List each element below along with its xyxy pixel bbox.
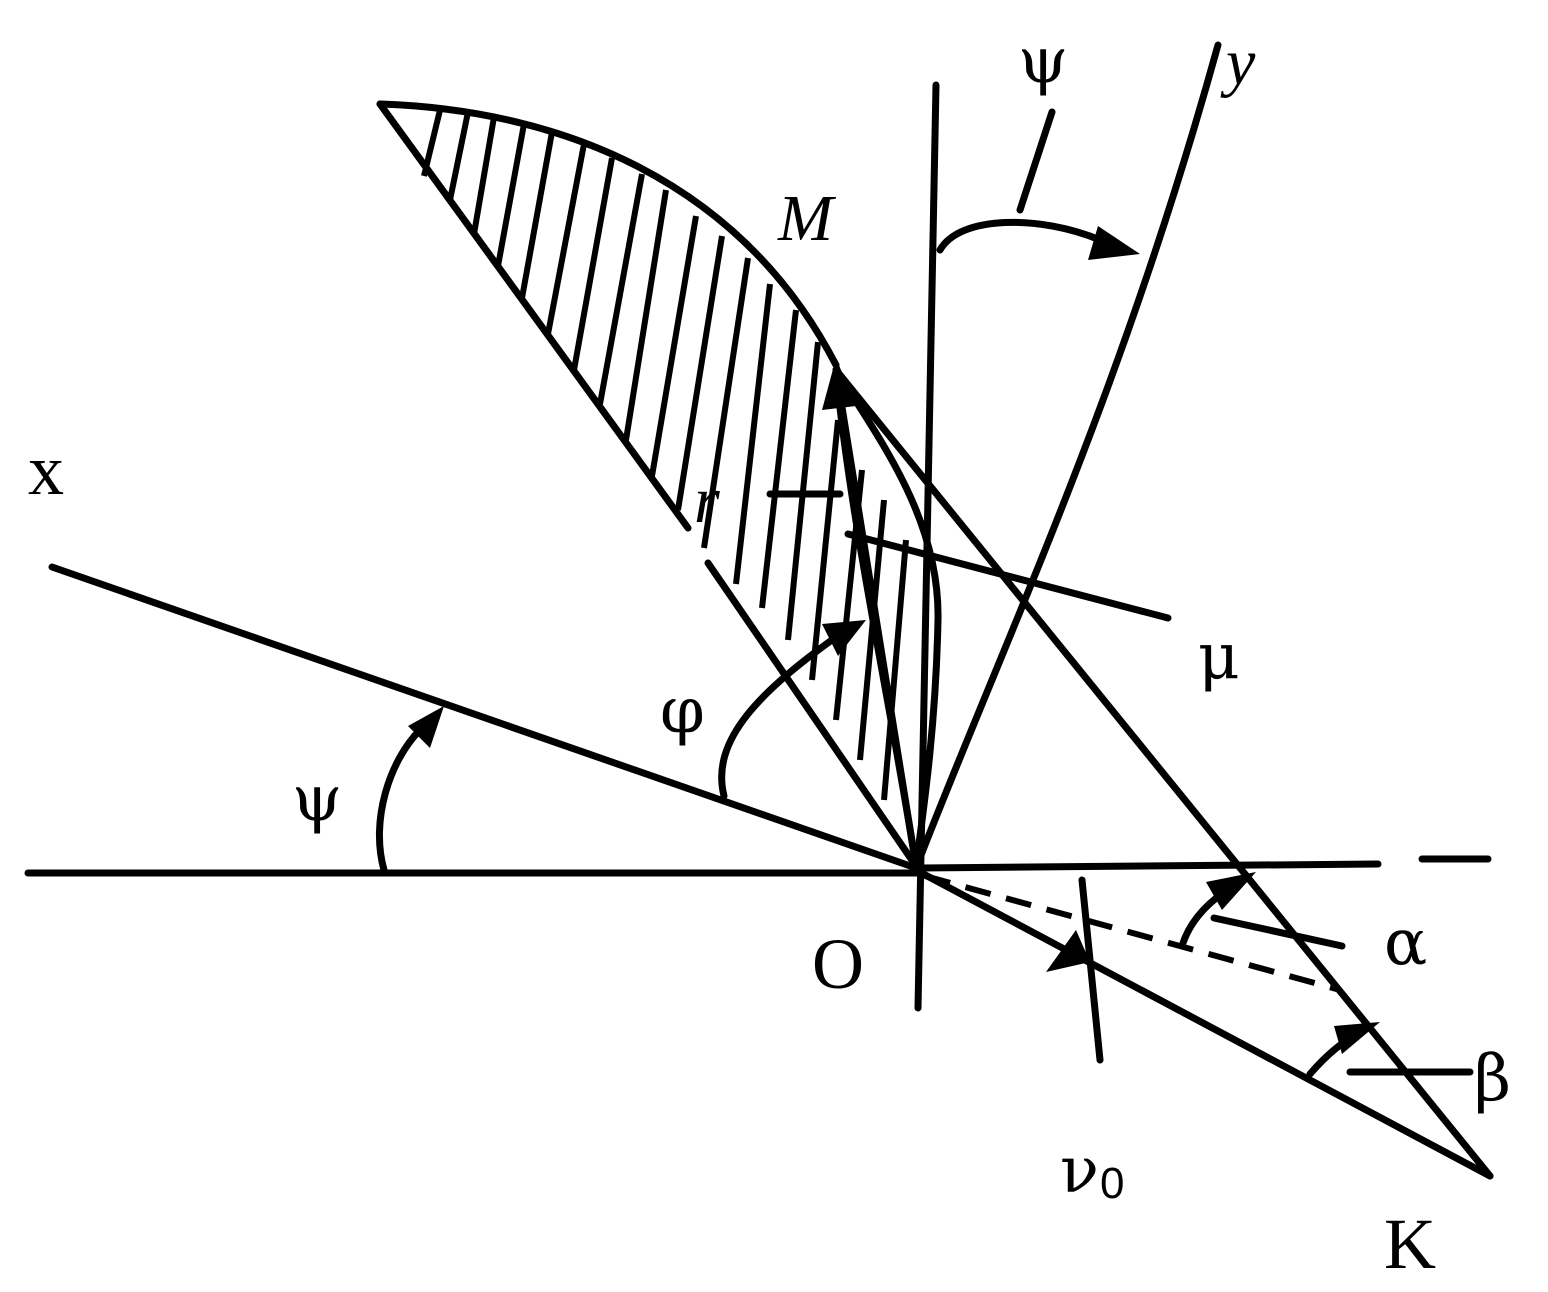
psi-top-leader <box>1016 108 1056 214</box>
line-m-k <box>832 366 1494 1180</box>
y-axis-curve <box>912 41 1222 872</box>
label-k: K <box>1384 1204 1436 1284</box>
mu-line <box>844 530 1172 622</box>
beta-angle-marker <box>1306 1022 1474 1078</box>
x-axis-line <box>48 563 920 872</box>
alpha-angle-marker <box>1178 872 1346 950</box>
label-psi-left: ψ <box>292 762 342 836</box>
hatched-region <box>376 100 942 870</box>
label-nu-subscript: 0 <box>1100 1159 1124 1208</box>
label-alpha: α <box>1384 906 1427 980</box>
psi-left-angle-arc <box>375 706 444 874</box>
label-o: O <box>812 924 864 1004</box>
nu0-angle-marker <box>1046 876 1104 1064</box>
dashed-line <box>924 873 1341 993</box>
label-nu: ν <box>1060 1134 1099 1208</box>
label-y: y <box>1220 26 1256 99</box>
ray-o-k <box>912 866 1494 1180</box>
label-m: M <box>777 182 837 255</box>
psi-top-angle-arc <box>936 218 1140 260</box>
label-x: x <box>28 430 64 510</box>
radius-arrowhead <box>822 358 856 410</box>
horizontal-axis <box>24 855 1492 877</box>
label-phi: φ <box>660 674 705 748</box>
label-r: r <box>694 464 720 537</box>
label-mu: μ <box>1198 620 1240 694</box>
label-psi-top: ψ <box>1018 24 1068 98</box>
phi-angle-arc <box>718 620 866 800</box>
label-beta: β <box>1474 1042 1511 1116</box>
